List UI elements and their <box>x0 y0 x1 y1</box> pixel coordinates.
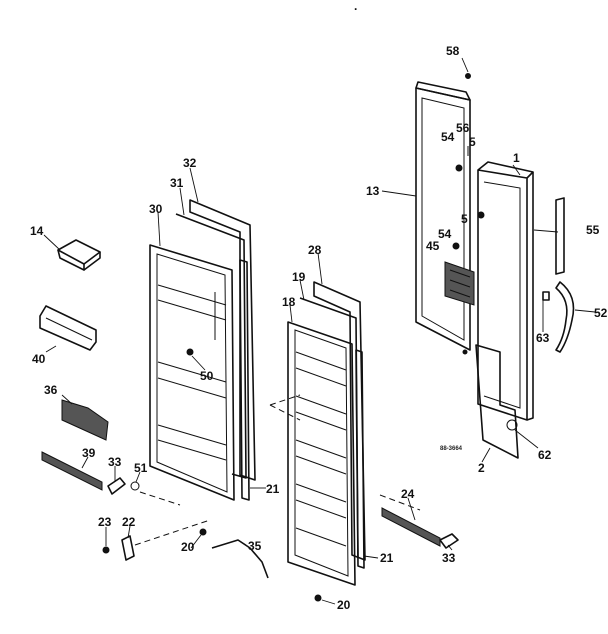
part-labels: 58 56 54 5 1 13 5 54 45 55 52 63 62 2 32… <box>30 0 608 612</box>
part-label: 56 <box>456 121 470 135</box>
freezer-door-assembly <box>149 199 256 501</box>
freezer-liner <box>149 244 235 501</box>
top-hinge-cap <box>415 81 471 101</box>
part-label: 33 <box>442 551 456 565</box>
part-label: 54 <box>441 130 455 144</box>
door-gasket <box>189 199 256 481</box>
lower-panel <box>475 344 519 459</box>
part-label: 58 <box>446 44 460 58</box>
part-label: 5 <box>461 212 468 226</box>
part-label: 2 <box>478 461 485 475</box>
trim-strip <box>41 451 103 491</box>
part-label: 19 <box>292 270 306 284</box>
part-label: 28 <box>308 243 322 257</box>
leader-lines <box>43 57 596 605</box>
door-liner-2 <box>287 321 356 586</box>
part-label: 45 <box>426 239 440 253</box>
part-label: 39 <box>82 446 96 460</box>
part-label: 32 <box>183 156 197 170</box>
part-label: 1 <box>513 151 520 165</box>
part-label: 20 <box>181 540 195 554</box>
part-label: 22 <box>122 515 136 529</box>
part-label: 51 <box>134 461 148 475</box>
part-label: 21 <box>380 551 394 565</box>
spring-bar <box>381 507 441 547</box>
part-label: 5 <box>469 135 476 149</box>
part-label: 40 <box>32 352 46 366</box>
door-gasket-2 <box>313 281 366 561</box>
part-label: 14 <box>30 224 44 238</box>
fresh-food-door-assembly <box>415 73 575 459</box>
part-label: 20 <box>337 598 351 612</box>
second-door-assembly <box>269 281 366 586</box>
part-label: 55 <box>586 223 600 237</box>
part-label: 50 <box>200 369 214 383</box>
part-label: 21 <box>266 482 280 496</box>
door-shelf <box>39 305 97 351</box>
part-label: 33 <box>108 455 122 469</box>
handle-trim <box>555 281 575 353</box>
drawing-code: 88-3664 <box>440 446 463 452</box>
corner-mark: . <box>354 0 357 13</box>
part-label: 52 <box>594 306 608 320</box>
part-label: 36 <box>44 383 58 397</box>
door-handle <box>555 197 565 275</box>
part-label: 30 <box>149 202 163 216</box>
part-label: 54 <box>438 227 452 241</box>
ice-tray <box>61 399 109 441</box>
part-label: 62 <box>538 448 552 462</box>
part-label: 63 <box>536 331 550 345</box>
part-label: 35 <box>248 539 262 553</box>
small-parts <box>39 239 459 602</box>
part-label: 13 <box>366 184 380 198</box>
part-label: 31 <box>170 176 184 190</box>
outer-panel <box>175 213 247 479</box>
part-label: 18 <box>282 295 296 309</box>
wire-harness <box>211 539 269 579</box>
part-label: 23 <box>98 515 112 529</box>
part-label: 24 <box>401 487 415 501</box>
